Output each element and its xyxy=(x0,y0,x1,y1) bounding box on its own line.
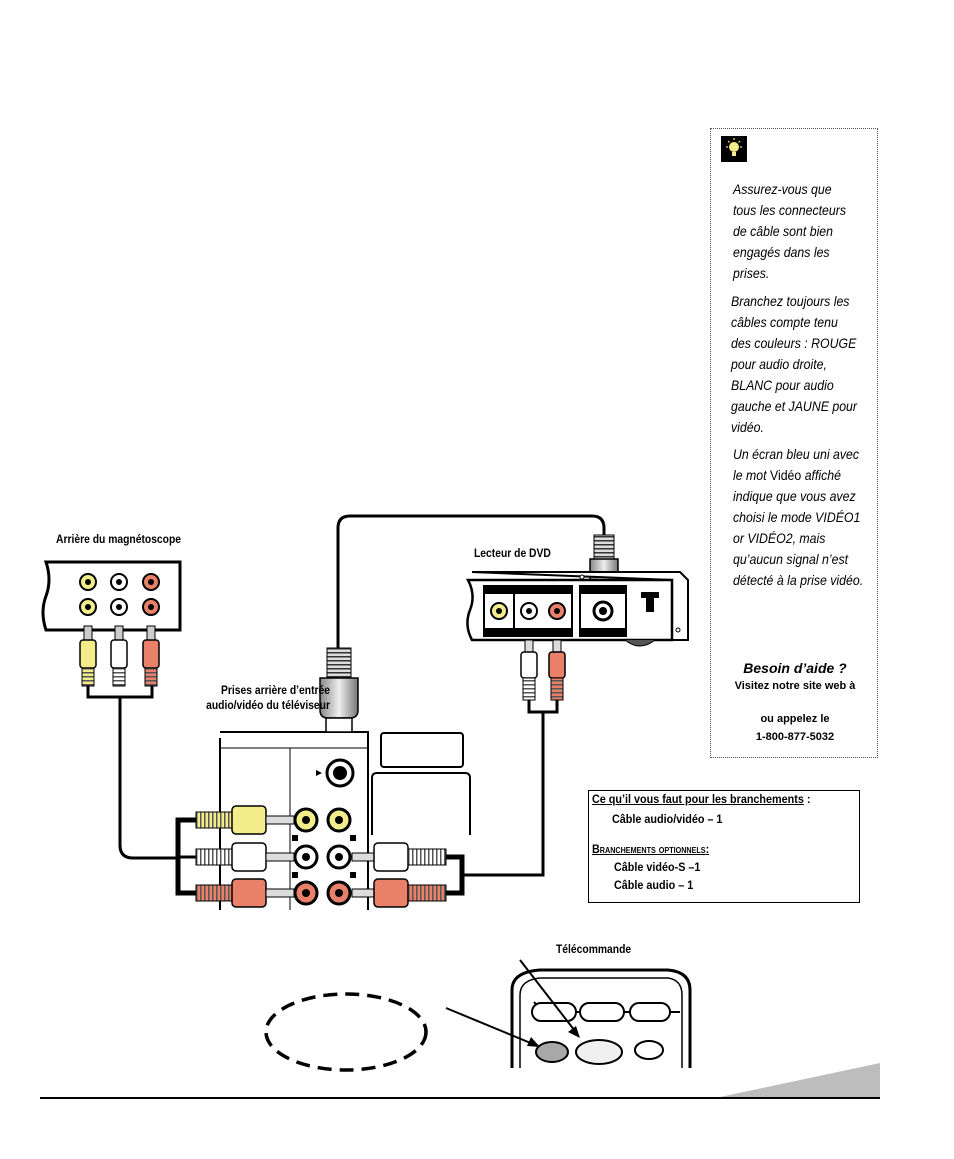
vcr-jacks xyxy=(79,573,160,616)
vcr-to-tv-cable xyxy=(118,697,180,860)
svideo-cable xyxy=(336,514,606,650)
tv-left-plugs xyxy=(175,805,295,908)
requirements-heading: Ce qu’il vous faut pour les branchements… xyxy=(592,792,810,807)
tip-box: Assurez-vous que tous les connecteurs de… xyxy=(710,128,878,758)
tip-p3-part-a: Un écran bleu uni avec le mot xyxy=(733,446,860,483)
vcr-rear-panel xyxy=(41,560,182,699)
dvd-player-label: Lecteur de DVD xyxy=(474,546,551,560)
remote-button-right xyxy=(634,1040,664,1060)
remote-control xyxy=(510,968,692,1068)
tip-paragraph-1: Assurez-vous que tous les connecteurs de… xyxy=(733,181,846,281)
remote-label: Télécommande xyxy=(556,942,632,956)
dashed-callout-ellipse xyxy=(264,992,428,1072)
vcr-rear-label: Arrière du magnétoscope xyxy=(56,532,182,546)
optional-heading-text: Branchements optionnels xyxy=(592,842,706,856)
requirement-item-svideo: Câble vidéo-S –1 xyxy=(614,860,701,874)
tv-right-plugs xyxy=(351,712,545,908)
tip-paragraph-2: Branchez toujours les câbles compte tenu… xyxy=(731,293,858,435)
footer-wedge xyxy=(720,1063,880,1097)
tip-p3-part-c: affiché indique que vous avez choisi le … xyxy=(733,467,864,588)
requirement-item-av-cable: Câble audio/vidéo – 1 xyxy=(612,812,723,826)
footer-rule xyxy=(40,1097,880,1099)
help-call-line: ou appelez le xyxy=(760,713,830,725)
requirements-box: Ce qu’il vous faut pour les branchements… xyxy=(588,790,860,903)
tv-rear-label-line1: Prises arrière d’entrée xyxy=(220,683,330,697)
requirement-item-audio: Câble audio – 1 xyxy=(614,878,694,892)
help-phone: 1-800-877-5032 xyxy=(755,731,835,743)
svideo-plug-tv xyxy=(319,647,359,733)
remote-button-middle xyxy=(575,1039,623,1065)
dvd-audio-plugs xyxy=(520,639,566,714)
optional-heading: Branchements optionnels: xyxy=(592,842,709,857)
dvd-player xyxy=(465,571,689,647)
tv-rear-panel xyxy=(219,731,471,910)
requirements-heading-suffix: : xyxy=(803,792,811,806)
remote-button-left xyxy=(535,1041,569,1063)
requirements-heading-text: Ce qu’il vous faut pour les branchements xyxy=(592,792,804,806)
lightbulb-icon xyxy=(721,136,747,162)
tv-rear-label: Prises arrière d’entrée audio/vidéo du t… xyxy=(150,683,330,713)
tip-p3-video-word: Vidéo xyxy=(769,467,802,483)
vcr-plugs xyxy=(79,625,160,687)
optional-heading-suffix: : xyxy=(705,842,710,856)
tip-paragraph-3: Un écran bleu uni avec le mot Vidéo affi… xyxy=(733,444,865,591)
pointer-arrows xyxy=(445,959,580,1047)
help-title: Besoin d’aide ? xyxy=(743,660,847,676)
tv-rear-label-line2: audio/vidéo du téléviseur xyxy=(206,698,330,712)
help-website-line: Visitez notre site web à xyxy=(734,680,856,692)
